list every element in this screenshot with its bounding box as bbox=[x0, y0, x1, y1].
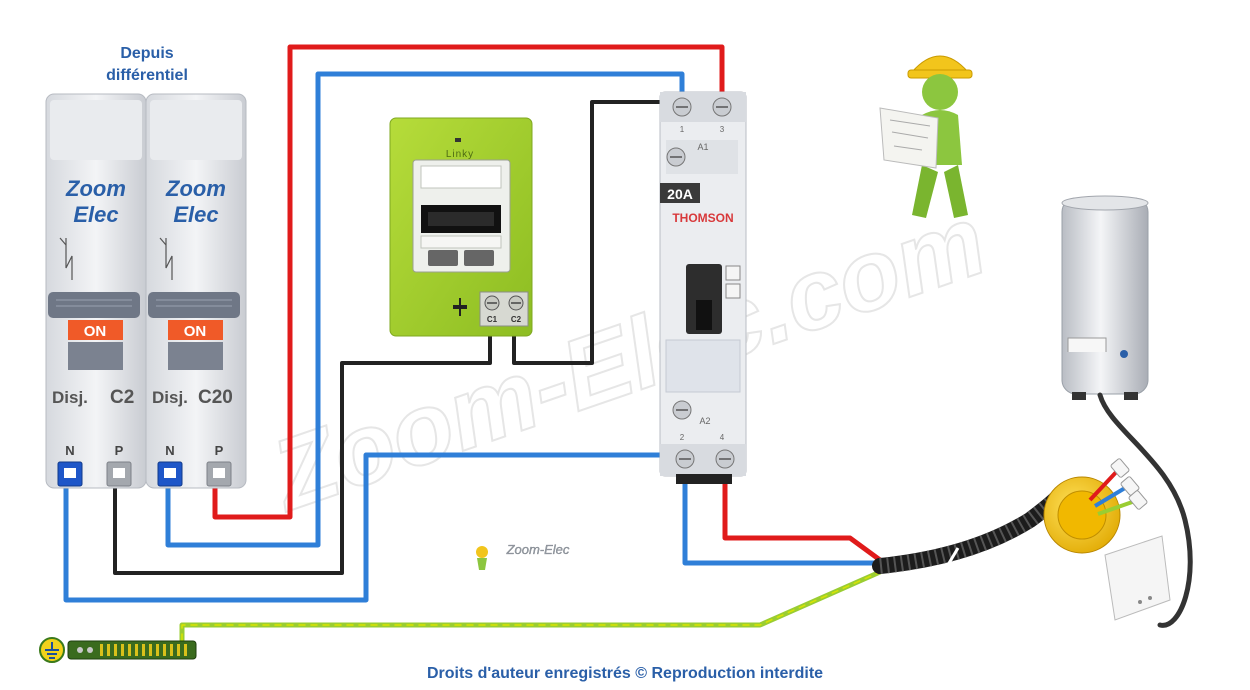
wire-command-c1 bbox=[113, 316, 492, 575]
logo-worker-icon bbox=[476, 546, 488, 558]
breaker-c20-toggle[interactable] bbox=[148, 292, 240, 318]
contactor-coil-a1: A1 bbox=[697, 142, 708, 152]
breaker-c20-state: ON bbox=[184, 323, 207, 340]
wire-earth-stripe bbox=[181, 571, 881, 641]
breaker-c2-on-indicator bbox=[68, 320, 123, 340]
source-label-line1: Depuis bbox=[120, 45, 173, 62]
contactor-term-2: 2 bbox=[680, 433, 685, 442]
outlet-plate-icon bbox=[1104, 535, 1171, 621]
meter-terminal-c2: C2 bbox=[511, 315, 522, 324]
breaker-c2-brand-line2: Elec bbox=[73, 202, 118, 227]
breaker-c2: Zoom Elec ON Disj. C2 N P bbox=[45, 93, 147, 489]
meter-relay-symbol-icon bbox=[453, 298, 467, 316]
junction-box-icon bbox=[1043, 458, 1148, 554]
meter-brand: Linky bbox=[446, 149, 474, 160]
contactor-brand: THOMSON bbox=[672, 211, 733, 225]
contactor-term-3: 3 bbox=[720, 125, 725, 134]
wire-earth bbox=[179, 569, 883, 643]
earth-bar-teeth bbox=[100, 644, 187, 656]
contactor-rating: 20A bbox=[667, 186, 693, 202]
breaker-c2-terminal-n: N bbox=[65, 443, 74, 458]
meter-button-right[interactable] bbox=[464, 250, 494, 266]
breaker-c20-terminal-n: N bbox=[165, 443, 174, 458]
contactor: 1 3 A1 20A THOMSON A2 2 4 bbox=[659, 91, 747, 484]
wire-phase-supply bbox=[212, 44, 725, 520]
zoom-elec-logo: Zoom-Elec bbox=[476, 542, 570, 570]
contactor-term-4: 4 bbox=[720, 433, 725, 442]
linky-meter: Linky C1 C2 bbox=[389, 117, 533, 337]
breaker-c20-symbol-icon bbox=[159, 237, 173, 280]
earth-terminal-bar bbox=[39, 637, 197, 663]
meter-terminal-c1: C1 bbox=[487, 315, 498, 324]
breaker-c2-label: Disj. bbox=[52, 388, 88, 407]
meter-button-left[interactable] bbox=[428, 250, 458, 266]
copyright-notice: Droits d'auteur enregistrés © Reproducti… bbox=[427, 665, 823, 682]
wire-neutral-supply bbox=[165, 71, 685, 548]
wire-phase-out bbox=[722, 475, 883, 563]
breaker-c2-rating: C2 bbox=[110, 387, 134, 408]
breaker-c2-toggle[interactable] bbox=[48, 292, 140, 318]
worker-figure-icon bbox=[879, 55, 973, 218]
water-heater-icon bbox=[1061, 195, 1193, 628]
breaker-c2-symbol-icon bbox=[59, 237, 73, 280]
breaker-c20: Zoom Elec ON Disj. C20 N P bbox=[145, 93, 247, 489]
contactor-term-1: 1 bbox=[680, 125, 685, 134]
wire-neutral-out bbox=[682, 475, 883, 566]
contactor-coil-a2: A2 bbox=[699, 416, 710, 426]
breaker-c2-state: ON bbox=[84, 323, 107, 340]
breaker-c20-label: Disj. bbox=[152, 388, 188, 407]
breaker-c2-brand-line1: Zoom bbox=[65, 176, 126, 201]
source-label-line2: différentiel bbox=[106, 67, 188, 84]
breaker-c20-on-indicator bbox=[168, 320, 223, 340]
breaker-c20-terminal-p: P bbox=[215, 443, 224, 458]
logo-text: Zoom-Elec bbox=[506, 542, 570, 557]
breaker-c20-brand-line2: Elec bbox=[173, 202, 218, 227]
wires bbox=[63, 44, 883, 643]
contactor-selector-switch[interactable] bbox=[686, 264, 722, 334]
breaker-c2-terminal-p: P bbox=[115, 443, 124, 458]
breaker-c20-rating: C20 bbox=[198, 387, 233, 408]
breaker-c20-brand-line1: Zoom bbox=[165, 176, 226, 201]
conduit bbox=[872, 487, 1068, 576]
